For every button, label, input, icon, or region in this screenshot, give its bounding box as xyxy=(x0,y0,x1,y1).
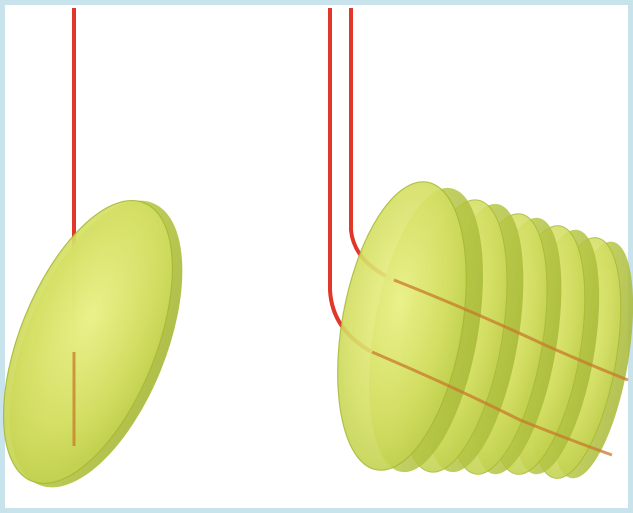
illustration-canvas xyxy=(0,0,633,513)
